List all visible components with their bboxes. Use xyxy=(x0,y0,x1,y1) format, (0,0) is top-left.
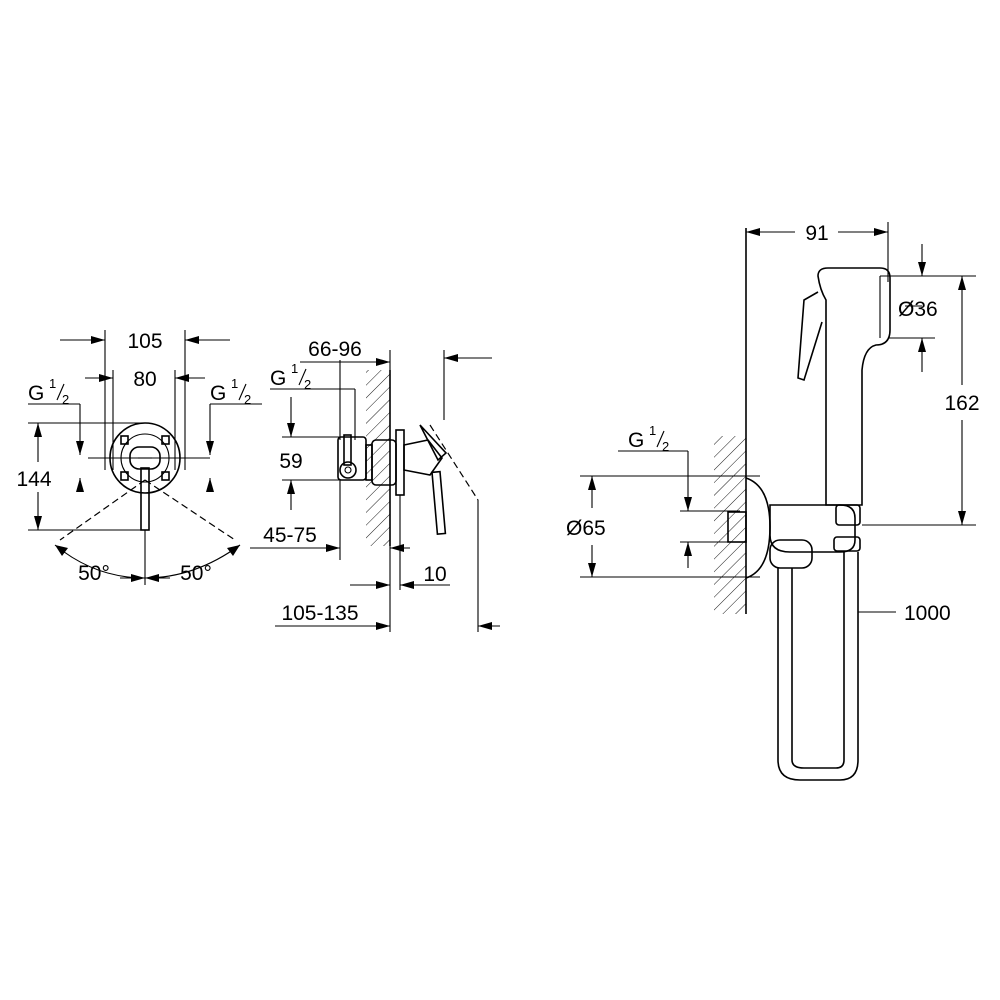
front-thread-left-letter: G xyxy=(28,382,44,405)
front-angles: 50° 50° xyxy=(54,530,241,585)
front-height-label: 144 xyxy=(16,468,51,491)
spray-head-dia-label: Ø36 xyxy=(898,298,938,321)
dim-front-height: 144 xyxy=(16,422,145,531)
spray-view: 91 Ø36 162 G 1 2 xyxy=(566,222,980,781)
dim-spray-rosette-dia: Ø65 xyxy=(566,475,760,578)
front-view: 105 80 G 1 2 G 1 2 xyxy=(16,330,262,585)
wall-holder xyxy=(727,477,861,579)
wall-side xyxy=(366,370,390,546)
spray-rosette-dia-label: Ø65 xyxy=(566,517,606,540)
dim-side-wall-range: 66-96 xyxy=(300,338,391,440)
spray-head xyxy=(797,267,891,506)
front-angle-right-label: 50° xyxy=(180,562,212,585)
side-wall-range-label: 66-96 xyxy=(308,338,362,361)
dim-spray-head-dia: Ø36 xyxy=(880,244,976,372)
front-thread-right-num: 1 xyxy=(231,376,238,391)
spray-depth-label: 91 xyxy=(805,222,828,245)
dim-side-total-range: 105-135 xyxy=(275,350,500,632)
dim-front-width-inner: 80 xyxy=(85,368,205,470)
front-width-outer-label: 105 xyxy=(127,330,162,353)
dim-front-width-outer: 105 xyxy=(60,330,230,470)
side-view: 66-96 G 1 2 59 xyxy=(250,338,500,632)
hose xyxy=(777,552,859,781)
front-thread-left-den: 2 xyxy=(62,392,69,407)
wall-spray xyxy=(714,436,746,614)
dim-spray-height: 162 xyxy=(862,276,980,526)
front-width-inner-label: 80 xyxy=(133,368,156,391)
spray-thread-den: 2 xyxy=(662,439,669,454)
spray-thread-num: 1 xyxy=(649,423,656,438)
side-thread: G 1 2 xyxy=(270,361,356,440)
front-thread-right-den: 2 xyxy=(244,392,251,407)
front-angle-left-label: 50° xyxy=(78,562,110,585)
dim-spray-depth: 91 xyxy=(746,222,889,282)
front-thread-right: G 1 2 xyxy=(206,376,262,492)
dim-side-center-height: 59 xyxy=(279,397,345,510)
front-thread-right-letter: G xyxy=(210,382,226,405)
side-center-height-label: 59 xyxy=(279,450,302,473)
mixer-side xyxy=(337,424,479,535)
side-total-range-label: 105-135 xyxy=(281,602,358,625)
spray-height-label: 162 xyxy=(944,392,979,415)
side-thread-den: 2 xyxy=(304,377,311,392)
side-thread-num: 1 xyxy=(291,361,298,376)
dim-hose-length: 1000 xyxy=(858,602,951,625)
spray-thread-letter: G xyxy=(628,429,644,452)
side-depth-range-label: 45-75 xyxy=(263,524,317,547)
dim-side-projection: 10 xyxy=(350,495,450,590)
front-thread-left-num: 1 xyxy=(49,376,56,391)
hose-length-label: 1000 xyxy=(904,602,951,625)
side-thread-letter: G xyxy=(270,367,286,390)
mixer-front xyxy=(59,422,236,541)
side-projection-label: 10 xyxy=(423,563,446,586)
front-thread-left: G 1 2 xyxy=(28,376,84,492)
